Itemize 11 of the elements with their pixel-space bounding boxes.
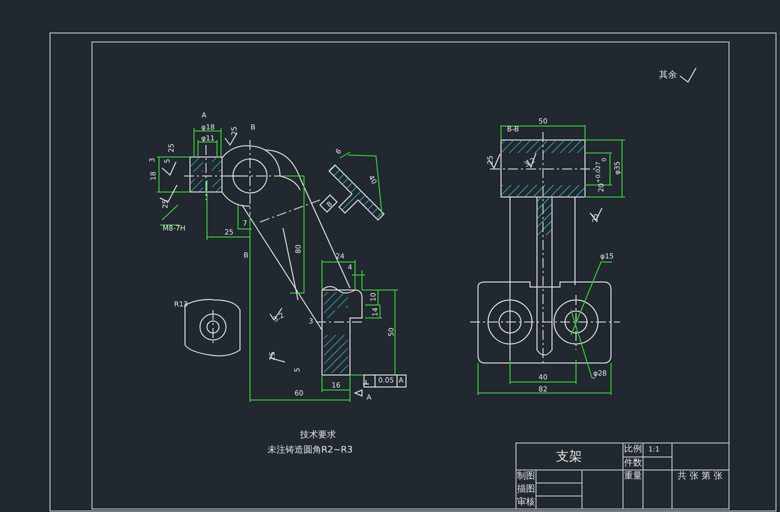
title-block-label: 制图 [517,472,535,482]
title-block-label: 支架 [556,450,582,464]
technical-note: 未注铸造圆角R2~R3 [267,446,353,456]
title-block-label: 描图 [517,486,535,494]
title-block-label: 件数 [624,460,642,468]
title-block-label: 审核 [517,498,535,508]
roughness-note: 其余 [659,72,677,80]
title-block-label: 重量 [624,472,642,482]
title-block-label: 比例 [624,446,642,454]
note-heading: 技术要求 [300,432,336,440]
title-block-label: 共 张 第 张 [678,472,722,482]
